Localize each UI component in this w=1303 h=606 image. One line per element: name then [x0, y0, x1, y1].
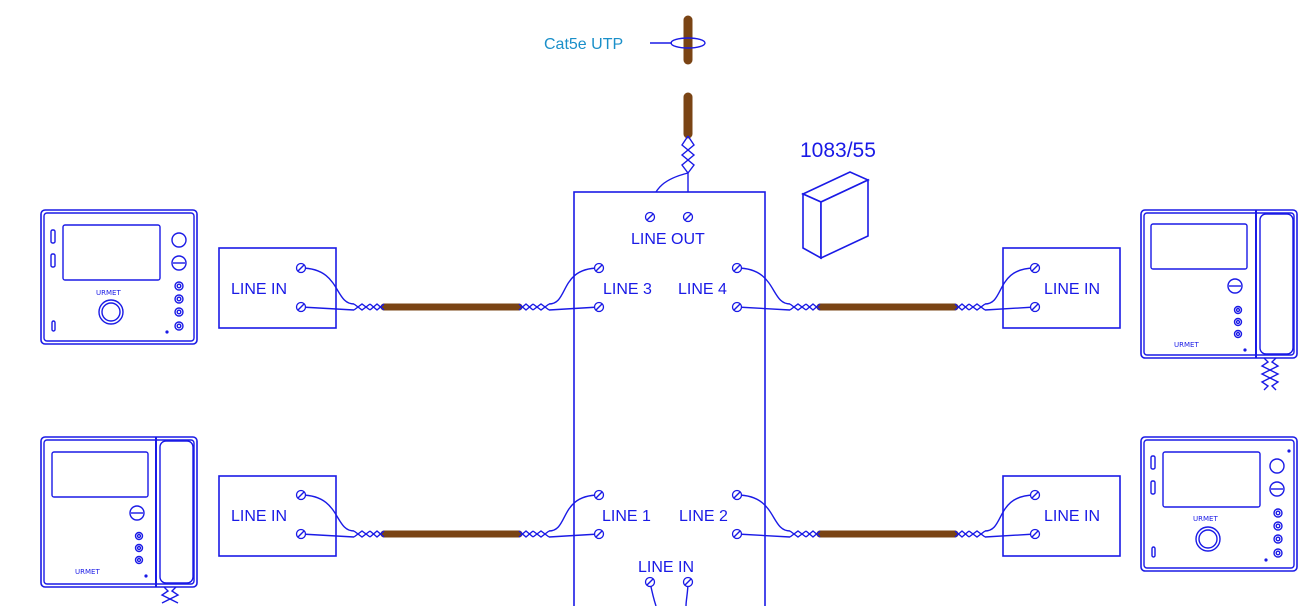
- monitor-brand: URMET: [1174, 341, 1199, 349]
- screw-terminal: [295, 301, 307, 313]
- screw-terminal: [295, 528, 307, 540]
- screw-terminal: [682, 211, 694, 223]
- screw-terminal: [682, 576, 694, 588]
- monitor-brand: URMET: [1193, 515, 1218, 523]
- screw-terminal: [731, 301, 743, 313]
- screw-terminal: [644, 576, 656, 588]
- line-in-label: LINE IN: [638, 559, 694, 576]
- screw-terminal: [295, 489, 307, 501]
- distributor-product-icon: [801, 171, 870, 260]
- line4-label: LINE 4: [678, 281, 727, 298]
- screw-terminal: [731, 528, 743, 540]
- screw-terminal: [644, 211, 656, 223]
- screw-terminal: [1029, 301, 1041, 313]
- run-line1: [300, 494, 600, 538]
- run-line4: [736, 267, 1036, 311]
- top-cat5e-cable: [649, 15, 706, 213]
- screw-terminal: [593, 301, 605, 313]
- branch-box-label: LINE IN: [231, 508, 287, 525]
- line2-label: LINE 2: [679, 508, 728, 525]
- line1-label: LINE 1: [602, 508, 651, 525]
- branch-box-top-right: [1002, 247, 1121, 329]
- run-line2: [736, 494, 1036, 538]
- screw-terminal: [731, 489, 743, 501]
- screw-terminal: [1029, 528, 1041, 540]
- line-out-label: LINE OUT: [631, 231, 705, 248]
- run-line3: [300, 267, 600, 311]
- screw-terminal: [1029, 489, 1041, 501]
- monitor-brand: URMET: [75, 568, 100, 576]
- monitor-brand: URMET: [96, 289, 121, 297]
- screw-terminal: [1029, 262, 1041, 274]
- screw-terminal: [295, 262, 307, 274]
- cable-runs: [300, 267, 1036, 538]
- branch-box-bottom-left: [218, 475, 337, 557]
- cable-type-label: Cat5e UTP: [544, 36, 623, 53]
- screw-terminal: [593, 262, 605, 274]
- screw-terminal: [731, 262, 743, 274]
- branch-box-label: LINE IN: [231, 281, 287, 298]
- monitor-top-left: [40, 209, 198, 345]
- terminals: [295, 211, 1041, 588]
- distributor-board: [573, 191, 766, 606]
- branch-box-bottom-right: [1002, 475, 1121, 557]
- monitor-bottom-left: [40, 436, 198, 604]
- screw-terminal: [593, 528, 605, 540]
- monitor-top-right: [1140, 209, 1298, 391]
- line3-label: LINE 3: [603, 281, 652, 298]
- monitor-bottom-right: [1140, 436, 1298, 572]
- branch-box-label: LINE IN: [1044, 508, 1100, 525]
- distributor-model-label: 1083/55: [800, 139, 876, 162]
- branch-box-label: LINE IN: [1044, 281, 1100, 298]
- screw-terminal: [593, 489, 605, 501]
